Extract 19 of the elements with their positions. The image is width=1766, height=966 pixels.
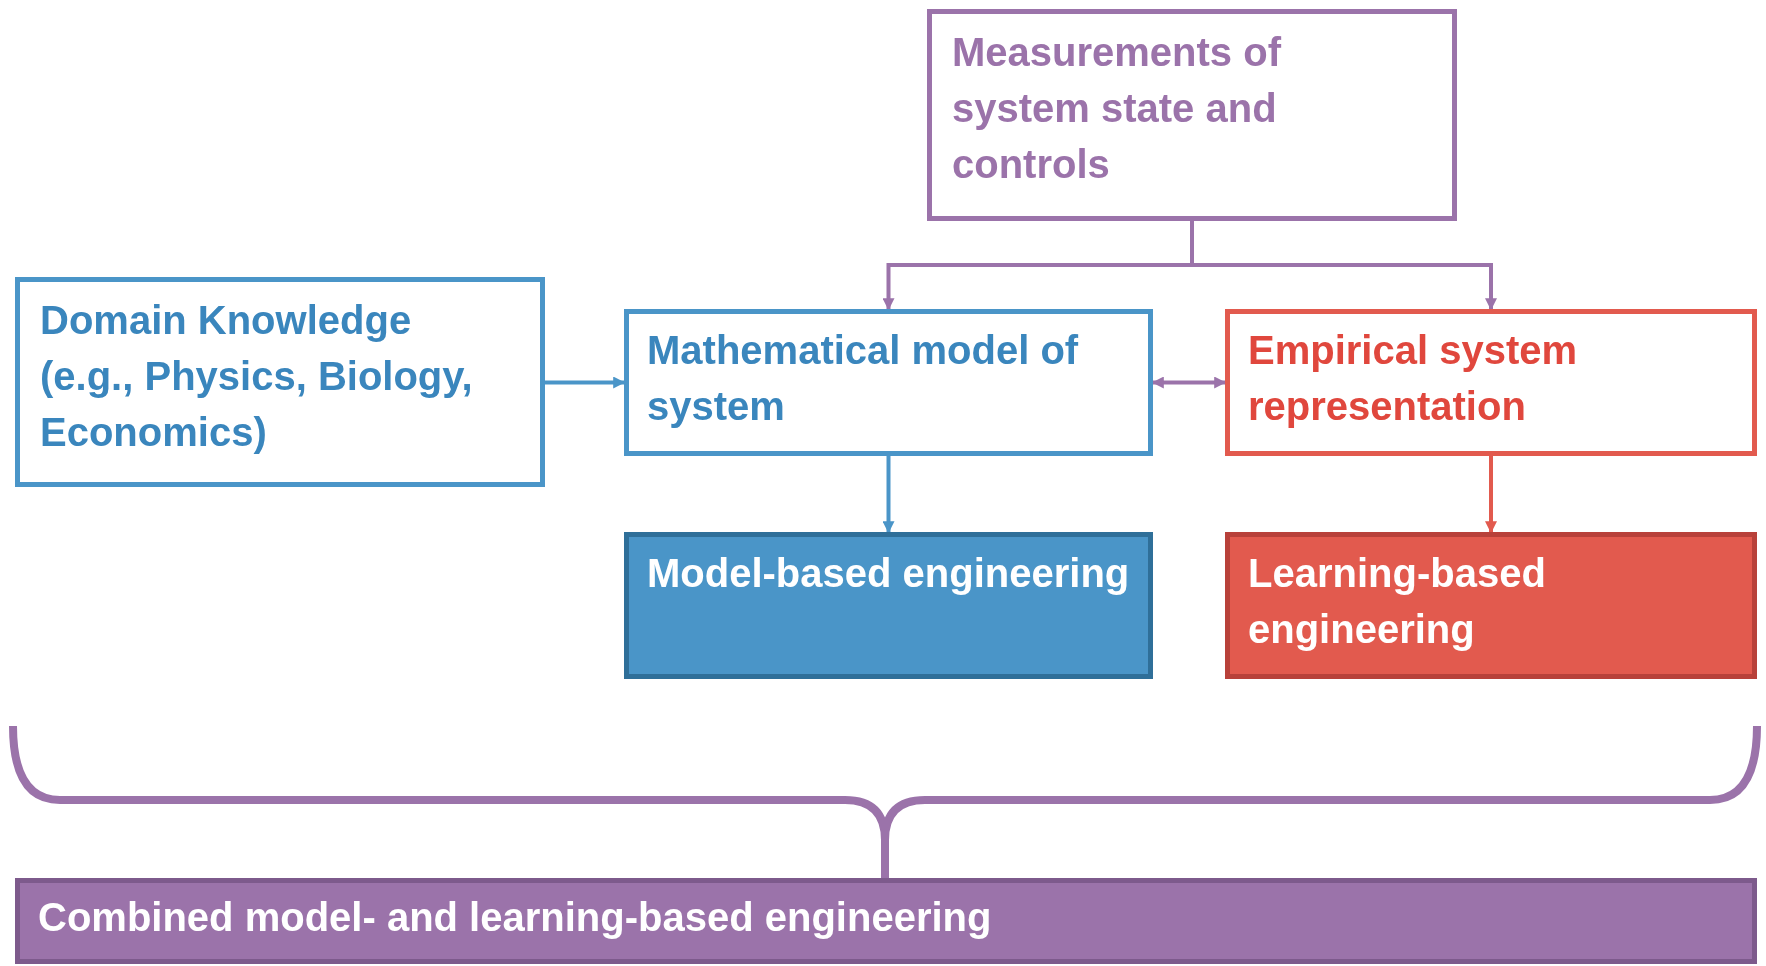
result-box	[624, 532, 1153, 679]
arrow	[1151, 376, 1227, 389]
combined-bar	[15, 878, 1757, 964]
box-label: Model-based engineering	[647, 550, 1130, 597]
box-label: Combined model- and learning-based engineering	[38, 894, 993, 941]
arrow	[882, 456, 895, 534]
process-box	[15, 277, 545, 487]
process-box	[1225, 309, 1757, 456]
arrow	[1190, 221, 1497, 311]
box-label: Measurements of system state and controls	[952, 29, 1283, 188]
arrow	[545, 376, 626, 389]
arrow	[1485, 456, 1497, 534]
process-box	[624, 309, 1153, 456]
box-label: Learning-based engineering	[1248, 550, 1547, 653]
box-label: Domain Knowledge (e.g., Physics, Biology, Economics)	[40, 297, 474, 456]
result-box	[1225, 532, 1757, 679]
box-label: Empirical system representation	[1248, 327, 1579, 430]
box-label: Mathematical model of system	[647, 327, 1080, 430]
process-box	[927, 9, 1457, 221]
